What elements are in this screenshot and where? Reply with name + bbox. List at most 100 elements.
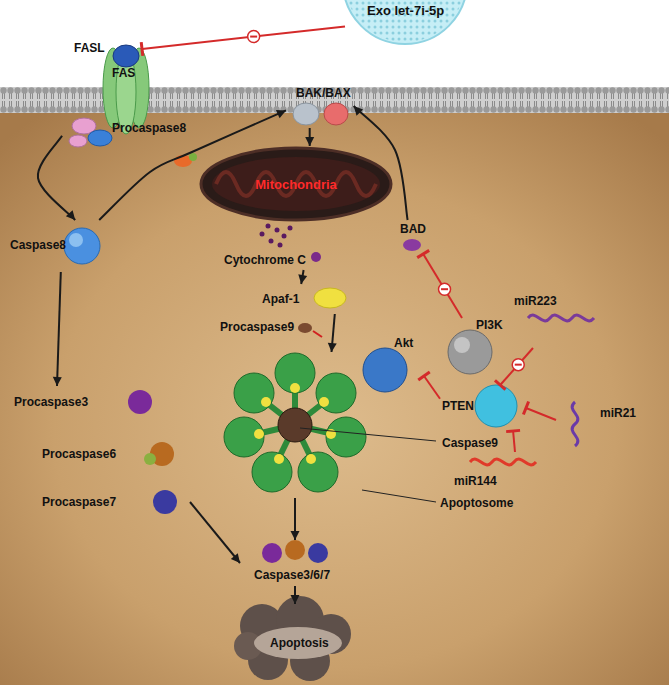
node-label: Apoptosis [270, 636, 329, 650]
organelle: Mitochondria [198, 146, 394, 222]
node-label: Caspase9 [442, 436, 498, 450]
apaf1-spot [274, 454, 284, 464]
inhibition-connector [506, 430, 520, 452]
inhibition-bar [141, 42, 143, 56]
caspase6-protein [285, 540, 305, 560]
cytochrome-c-dot [282, 234, 287, 239]
connector-line [500, 348, 533, 385]
apaf1-spot [261, 397, 271, 407]
inhibition-connector [495, 348, 533, 390]
fas-ligand [113, 45, 139, 67]
protein-label: Procaspase3 [12, 386, 162, 418]
small-arrow [313, 331, 322, 337]
activation-arrow [298, 270, 307, 284]
inhibition-marker [441, 288, 448, 290]
connector-line [526, 408, 556, 420]
node-label: BAD [400, 222, 426, 236]
arrow-head [305, 137, 314, 146]
apoptosome-lobe [316, 373, 356, 413]
apaf1-spot [254, 429, 264, 439]
arrow-head [354, 106, 363, 116]
arrow-head [276, 110, 286, 118]
activation-arrow [53, 272, 62, 386]
protein-label: Caspase3/6/7 [240, 540, 350, 586]
exosome-label: Exo let-7i-5p [345, 0, 473, 44]
connector-line [424, 376, 440, 399]
procaspase9-protein [298, 323, 312, 333]
node-label: FASL [74, 41, 105, 55]
node-label: Apaf-1 [262, 292, 299, 306]
node-label: Akt [394, 336, 413, 350]
apaf1-spot [306, 454, 316, 464]
inhibition-connector [418, 372, 440, 399]
cytochrome-c-protein [311, 252, 321, 262]
arrow-head [291, 531, 300, 540]
inhibition-bar [523, 402, 528, 415]
cytochrome-c-dot [288, 226, 293, 231]
apoptotic-body-core [254, 627, 342, 659]
apoptosome-lobe [298, 452, 338, 492]
protein-label: Procaspase6 [40, 438, 190, 470]
node-label: Procaspase3 [14, 395, 88, 409]
caspase9-core [278, 408, 312, 442]
leader-line [300, 428, 436, 441]
node-label: Procaspase9 [220, 320, 294, 334]
inhibition-bar [506, 430, 520, 431]
apoptosome-lobe [224, 417, 264, 457]
apaf1-protein [314, 288, 346, 308]
connector-line [38, 136, 75, 220]
akt-protein [363, 348, 407, 392]
node-label: miR223 [514, 294, 557, 308]
connector-line [142, 26, 345, 49]
node-label: Exo let-7i-5p [367, 3, 444, 18]
protein-label: PI3K [446, 318, 510, 378]
protein-label: Procaspase9 [218, 318, 298, 338]
protein-label: Akt [360, 334, 424, 394]
cytochrome-c-dot [278, 243, 283, 248]
apaf1-spot [319, 397, 329, 407]
pi3k-protein [454, 337, 470, 353]
inhibition-marker [512, 359, 524, 371]
pi3k-protein [448, 330, 492, 374]
node-label: Caspase3/6/7 [254, 568, 330, 582]
node-label: FAS [112, 66, 135, 80]
arrow-head [53, 377, 62, 386]
procaspase8-protein [88, 130, 112, 146]
protein-label: BAK/BAX [286, 84, 354, 128]
apoptosome-complex: Apoptosome [222, 352, 368, 498]
arrow-head [66, 210, 75, 220]
node-label: Procaspase7 [42, 495, 116, 509]
mirna-label: miR21 [556, 400, 646, 450]
caspase8-protein [69, 233, 83, 247]
mitochondrion-inner [212, 157, 380, 211]
protein-label: BAD [392, 220, 444, 254]
connector-line [423, 254, 462, 318]
connector-line [513, 431, 515, 452]
inhibition-connector [417, 250, 462, 318]
node-label: Procaspase6 [42, 447, 116, 461]
protein-label: Apaf-1 [258, 284, 354, 314]
node-label: Cytochrome C [224, 253, 306, 267]
protein-label: PTEN [440, 385, 526, 431]
inhibition-marker [248, 31, 260, 43]
node-label: BAK/BAX [296, 86, 351, 100]
apoptosome-lobe [234, 373, 274, 413]
activation-arrow [38, 136, 75, 220]
inhibition-bar [417, 250, 429, 257]
node-label: PI3K [476, 318, 503, 332]
exosome-texture [345, 0, 465, 42]
procaspase6-protein [144, 453, 156, 465]
activation-arrow [328, 314, 337, 352]
arrow-head [328, 343, 337, 352]
node-label: miR21 [600, 406, 636, 420]
protein-label: Cytochrome C [222, 250, 318, 270]
inhibition-connector [141, 26, 345, 56]
node-label: miR144 [454, 474, 497, 488]
procaspase8-protein [69, 135, 87, 147]
mirna-strand [528, 315, 594, 321]
node-label: Procaspase8 [112, 121, 186, 135]
procaspase3-protein [128, 390, 152, 414]
pten-protein [475, 385, 517, 427]
node-label: Mitochondria [255, 177, 337, 192]
